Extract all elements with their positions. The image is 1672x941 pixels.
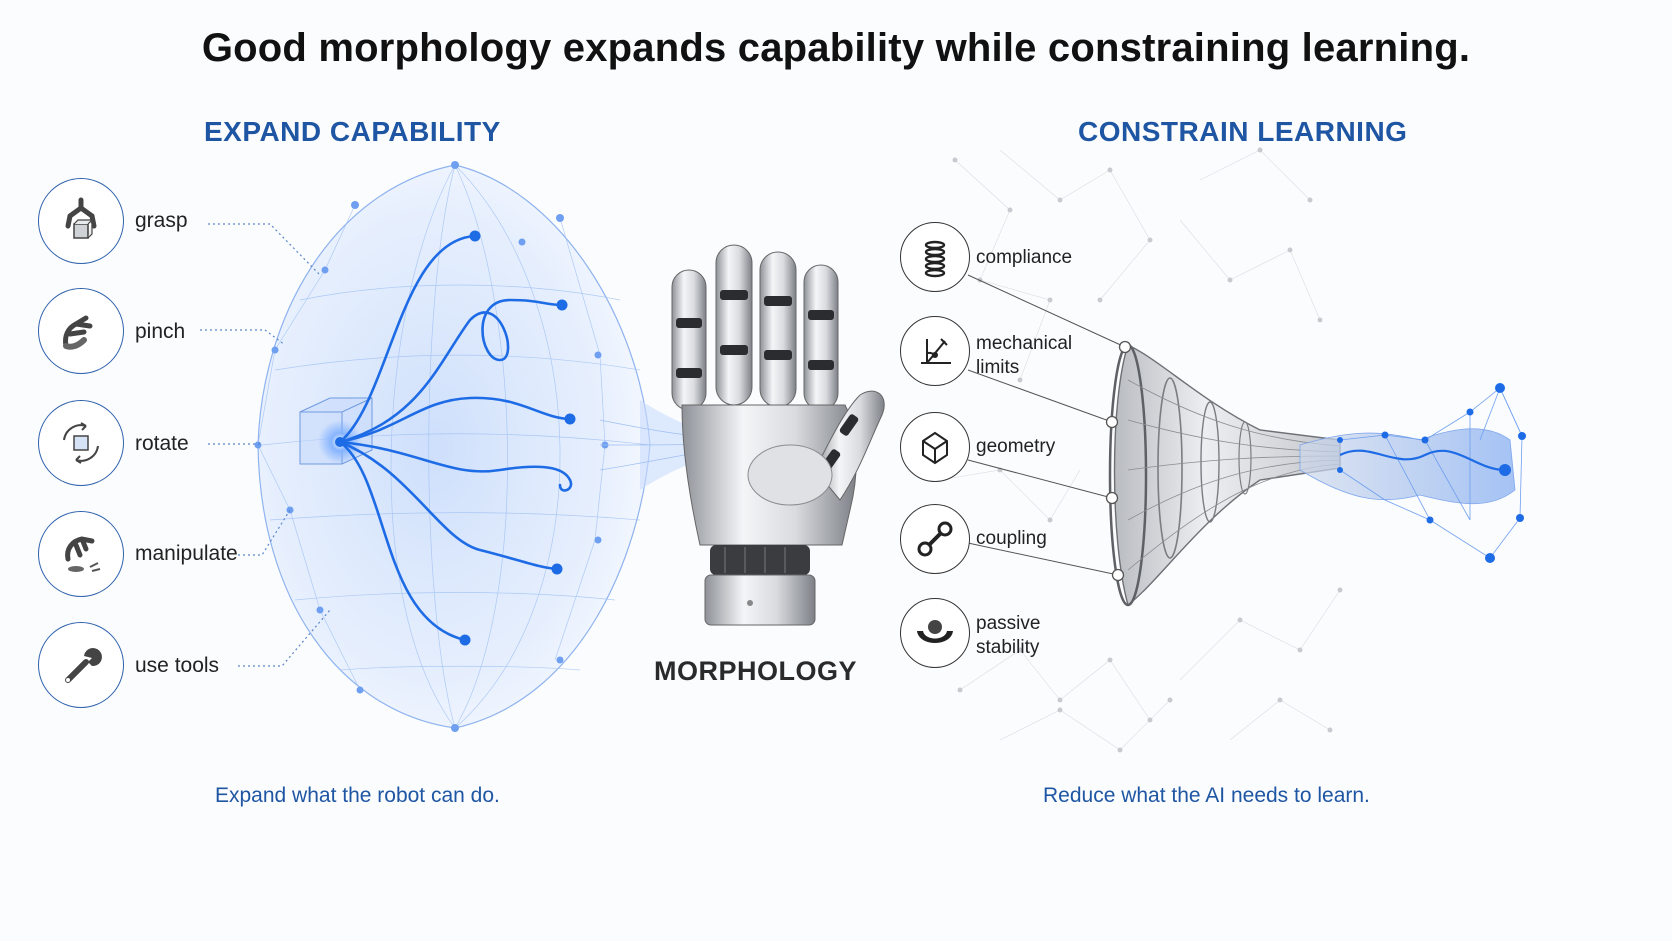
manipulate-icon-button bbox=[38, 511, 124, 597]
spring-icon bbox=[924, 240, 946, 278]
pinch-icon bbox=[63, 315, 93, 350]
passive-stability-label: passive stability bbox=[976, 613, 1041, 658]
right-leader-lines bbox=[967, 274, 1126, 576]
manipulate-icon bbox=[65, 536, 101, 572]
constrained-output-tube bbox=[1299, 383, 1526, 563]
use-tools-label: use tools bbox=[135, 654, 220, 677]
constrain-caption: Reduce what the AI needs to learn. bbox=[1043, 784, 1370, 807]
rotate-icon-button bbox=[38, 400, 124, 486]
page-title: Good morphology expands capability while… bbox=[201, 26, 1471, 70]
geometry-label: geometry bbox=[976, 436, 1056, 457]
constrain-learning-heading: CONSTRAIN LEARNING bbox=[1078, 116, 1408, 147]
pinch-label: pinch bbox=[135, 320, 186, 343]
use-tools-icon-button bbox=[38, 622, 124, 708]
capability-space-blob bbox=[254, 161, 720, 732]
pinch-icon-button bbox=[38, 288, 124, 374]
passive-stability-icon-button bbox=[900, 598, 970, 668]
cube-icon bbox=[922, 431, 948, 465]
expand-capability-heading: EXPAND CAPABILITY bbox=[204, 116, 501, 147]
robot-hand-image bbox=[671, 244, 885, 626]
coupling-icon-button bbox=[900, 504, 970, 574]
grasp-label: grasp bbox=[135, 209, 188, 232]
learning-noise-network bbox=[939, 147, 1343, 753]
geometry-icon-button bbox=[900, 412, 970, 482]
left-leader-lines bbox=[200, 223, 331, 667]
mechanical-limits-icon-button bbox=[900, 316, 970, 386]
rotate-icon bbox=[63, 422, 99, 464]
link-icon bbox=[917, 521, 953, 557]
morphology-label: MORPHOLOGY bbox=[654, 656, 858, 686]
grasp-icon-button bbox=[38, 178, 124, 264]
constraint-funnel bbox=[1108, 343, 1341, 607]
manipulate-label: manipulate bbox=[135, 542, 238, 565]
expand-caption: Expand what the robot can do. bbox=[215, 784, 500, 807]
mechanical-limits-label: mechanical limits bbox=[976, 333, 1073, 378]
grasp-icon bbox=[65, 197, 97, 239]
coupling-label: coupling bbox=[976, 528, 1047, 549]
rotate-label: rotate bbox=[135, 432, 189, 455]
stability-icon bbox=[917, 620, 953, 643]
angle-limit-icon bbox=[921, 338, 951, 364]
compliance-label: compliance bbox=[976, 247, 1073, 268]
wrench-icon bbox=[65, 648, 102, 683]
compliance-icon-button bbox=[900, 222, 970, 292]
